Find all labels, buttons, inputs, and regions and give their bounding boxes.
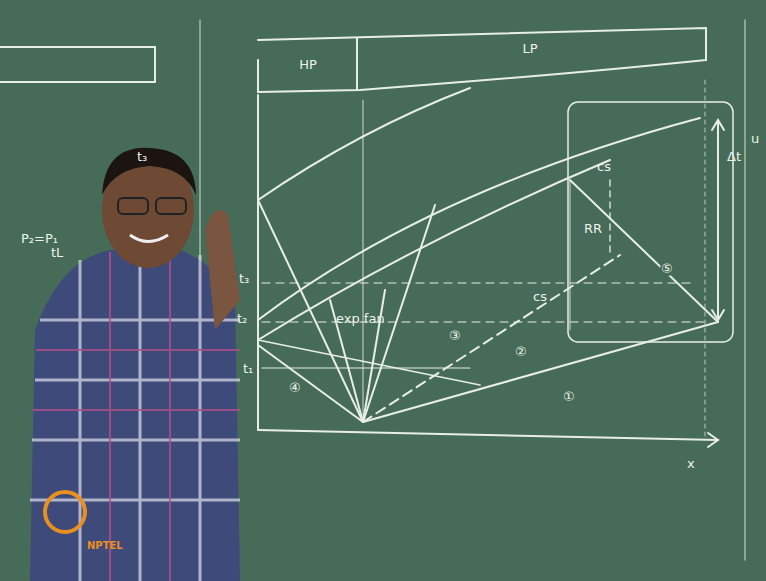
chalk-label: ⑤ (660, 262, 674, 276)
watermark: NPTEL (86, 540, 124, 551)
chalk-label: ② (514, 345, 528, 359)
chalk-label: tL (50, 246, 64, 260)
section-label: LP (522, 41, 537, 56)
chalk-label: ③ (448, 329, 462, 343)
chalk-label: t₃ (136, 150, 148, 164)
chalk-label: u (750, 132, 760, 146)
chalk-label: P₂=P₁ (20, 232, 59, 246)
chalk-label: ④ (288, 381, 302, 395)
chalk-label: ① (562, 390, 576, 404)
chalk-label: Δt (726, 150, 742, 164)
chalk-label: cs (532, 290, 548, 304)
section-label: HP (299, 57, 317, 72)
chalk-label: t₃ (238, 272, 250, 286)
chalk-label: cs (596, 160, 612, 174)
tube-section: HP (262, 41, 354, 88)
chalk-label: t₂ (236, 312, 248, 326)
tube-section: LP (360, 34, 700, 62)
chalk-label: RR (583, 222, 603, 236)
chalk-label: exp fan (335, 312, 386, 326)
chalk-label: t₁ (242, 362, 254, 376)
chalk-label: x (686, 457, 696, 471)
